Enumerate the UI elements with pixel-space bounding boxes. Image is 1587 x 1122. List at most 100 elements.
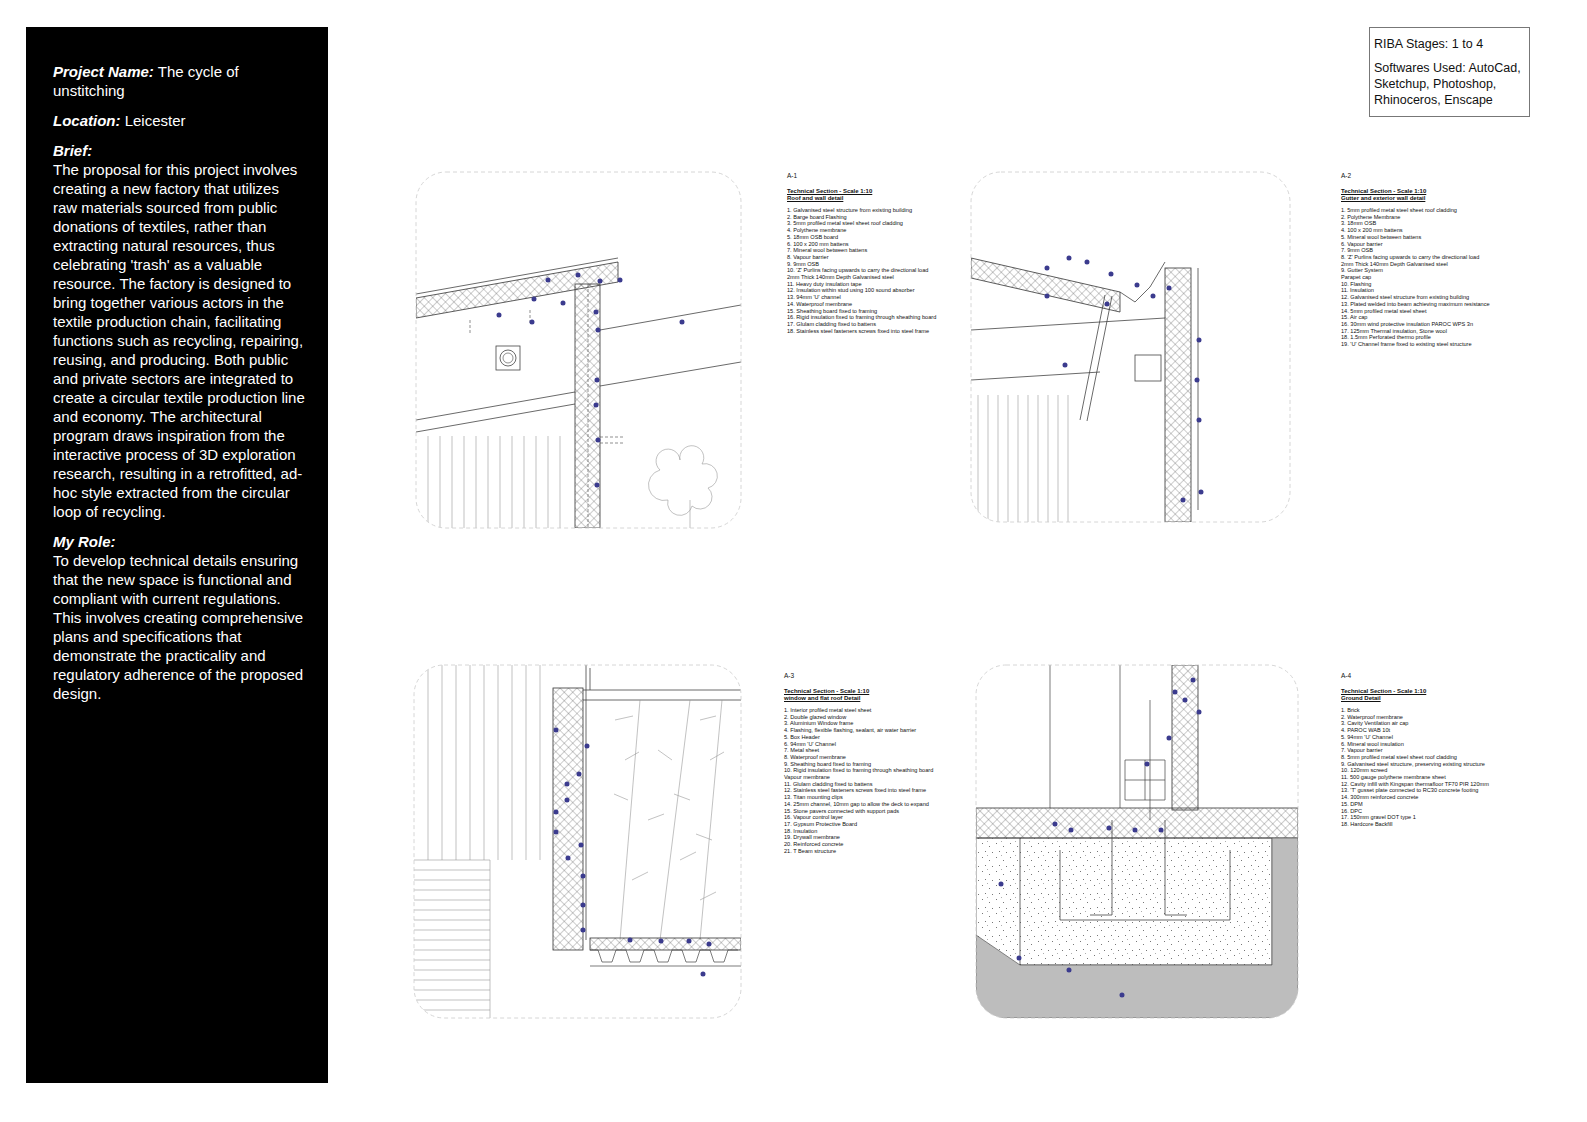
project-panel: Project Name: The cycle of unstitchingLo… — [26, 27, 328, 1083]
roof-slab — [590, 938, 741, 950]
spec-item: 12. Galvanised steel structure from exis… — [1341, 294, 1490, 301]
spec-item: 18. Insulation — [784, 828, 933, 835]
floor-slab — [976, 808, 1298, 838]
spec-item: 9. Sheathing board fixed to framing — [784, 761, 933, 768]
spec-item: 8. Waterproof membrane — [784, 754, 933, 761]
spec-item: 4. 100 x 200 mm battens — [1341, 227, 1490, 234]
spec-item: 1. Galvanised steel structure from exist… — [787, 207, 936, 214]
spec-item: 18. 1.5mm Perforated thermo profile — [1341, 334, 1490, 341]
spec-item: Parapet cap — [1341, 274, 1490, 281]
bamboo-sketch — [614, 700, 724, 940]
detail-frame — [414, 665, 741, 1018]
spec-item: 4. Polythene membrane — [787, 227, 936, 234]
spec-item: 13. 94mm 'U' channel — [787, 294, 936, 301]
spec-list: A-1Technical Section - Scale 1:10Roof an… — [787, 172, 936, 334]
spec-item: 3. 5mm profiled metal steel sheet roof c… — [787, 220, 936, 227]
detail-reference: A-3 — [784, 672, 933, 680]
spec-item: 18. Hardcore Backfill — [1341, 821, 1489, 828]
spec-item: 11. Insulation — [1341, 287, 1490, 294]
spec-item: 2. Polythene Membrane — [1341, 214, 1490, 221]
spec-item: 17. 125mm Thermal insulation, Stone wool — [1341, 328, 1490, 335]
spec-item: 12. Insulation within stud using 100 sou… — [787, 287, 936, 294]
spec-item: 10. Flashing — [1341, 281, 1490, 288]
spec-item: 9. Gutter System — [1341, 267, 1490, 274]
spec-item: 12. Stainless steel fasteners screws fix… — [784, 787, 933, 794]
spec-item: 16. 30mm wind protective insulation PARO… — [1341, 321, 1490, 328]
panel-body: To develop technical details ensuring th… — [53, 551, 305, 703]
spec-item: 5. 94mm 'U' Channel — [1341, 734, 1489, 741]
spec-item: 7. Metal sheet — [784, 747, 933, 754]
detail-a2 — [971, 256, 1204, 522]
detail-frame — [971, 172, 1290, 522]
spec-item: 3. Aluminium Window frame — [784, 720, 933, 727]
spec-item: 5. 18mm OSB board — [787, 234, 936, 241]
panel-body: The proposal for this project involves c… — [53, 160, 305, 521]
panel-body: Leicester — [125, 112, 186, 129]
spec-list: A-4Technical Section - Scale 1:10Ground … — [1341, 672, 1489, 828]
panel-paragraph: Brief:The proposal for this project invo… — [53, 141, 305, 521]
callout-dots — [999, 678, 1202, 998]
spec-item: 2. Double glazed window — [784, 714, 933, 721]
duct-box — [496, 346, 520, 370]
detail-a1 — [416, 258, 741, 528]
spec-item: 15. Air cap — [1341, 314, 1490, 321]
window-frame — [583, 665, 741, 940]
section-title: Ground Detail — [1341, 695, 1489, 702]
tree-sketch — [648, 446, 717, 528]
spec-item: 17. 150mm gravel DOT type 1 — [1341, 814, 1489, 821]
spec-item: 15. DPM — [1341, 801, 1489, 808]
panel-paragraph: My Role:To develop technical details ens… — [53, 532, 305, 703]
spec-item: 19. Drywall membrane — [784, 834, 933, 841]
spec-item: 11. Heavy duty insulation tape — [787, 281, 936, 288]
spec-item: 3. 18mm OSB — [1341, 220, 1490, 227]
callout-dots — [554, 728, 712, 977]
duct-box — [1135, 355, 1161, 381]
panel-heading: Project Name: — [53, 63, 154, 80]
spec-item: 20. Reinforced concrete — [784, 841, 933, 848]
wall-build-up — [553, 688, 583, 950]
spec-item: 2mm Thick 140mm Depth Galvanised steel — [787, 274, 936, 281]
detail-frame — [416, 172, 741, 528]
detail-a4 — [976, 665, 1298, 1018]
spec-item: 17. Gypsum Protective Board — [784, 821, 933, 828]
spec-item: 11. Glulam cladding fixed to battens — [784, 781, 933, 788]
spec-item: Vapour membrane — [784, 774, 933, 781]
callout-dots — [1045, 256, 1204, 503]
spec-item: 1. Brick — [1341, 707, 1489, 714]
section-title: Technical Section - Scale 1:10 — [787, 188, 936, 195]
info-box: RIBA Stages: 1 to 4 Softwares Used: AutoC… — [1369, 27, 1530, 117]
fixing-lines — [470, 284, 625, 528]
spec-item: 13. 'T' gusset plate connected to RC30 c… — [1341, 787, 1489, 794]
spec-item: 8. 'Z' Purlins facing upwards to carry t… — [1341, 254, 1490, 261]
spec-item: 7. 9mm OSB — [1341, 247, 1490, 254]
spec-item: 13. Titan mounting clips — [784, 794, 933, 801]
info-text: RIBA Stages: 1 to 4 — [1374, 36, 1525, 52]
spec-item: 14. 5mm profiled metal steel sheet — [1341, 308, 1490, 315]
ground-fill — [976, 838, 1298, 1018]
info-text: Softwares Used: AutoCad, Sketchup, Photo… — [1374, 60, 1525, 108]
spec-item: 8. Vapour barrier — [787, 254, 936, 261]
detail-reference: A-1 — [787, 172, 936, 180]
spec-item: 6. 94mm 'U' Channel — [784, 741, 933, 748]
wall-build-up — [1165, 268, 1191, 522]
spec-item: 2. Waterproof membrane — [1341, 714, 1489, 721]
spec-item: 15. Sheathing board fixed to framing — [787, 308, 936, 315]
spec-item: 6. Vapour barrier — [1341, 241, 1490, 248]
section-title: Technical Section - Scale 1:10 — [784, 688, 933, 695]
project-text: Project Name: The cycle of unstitchingLo… — [53, 62, 305, 714]
panel-heading: Location: — [53, 112, 121, 129]
spec-item: 1. Interior profiled metal steel sheet — [784, 707, 933, 714]
panel-paragraph: Location: Leicester — [53, 111, 305, 130]
spec-item: 13. Plated welded into beam achieving ma… — [1341, 301, 1490, 308]
cladding-boards — [978, 395, 1068, 522]
spec-item: 14. 25mm channel, 10mm gap to allow the … — [784, 801, 933, 808]
spec-item: 10. Rigid insulation fixed to framing th… — [784, 767, 933, 774]
detail-reference: A-4 — [1341, 672, 1489, 680]
section-title: Technical Section - Scale 1:10 — [1341, 188, 1490, 195]
spec-item: 2. Barge board Flashing — [787, 214, 936, 221]
duct-circle — [503, 353, 513, 363]
callout-dots — [497, 273, 685, 488]
spec-item: 1. 5mm profiled metal steel sheet roof c… — [1341, 207, 1490, 214]
spec-item: 2mm Thick 140mm Depth Galvanised steel — [1341, 261, 1490, 268]
